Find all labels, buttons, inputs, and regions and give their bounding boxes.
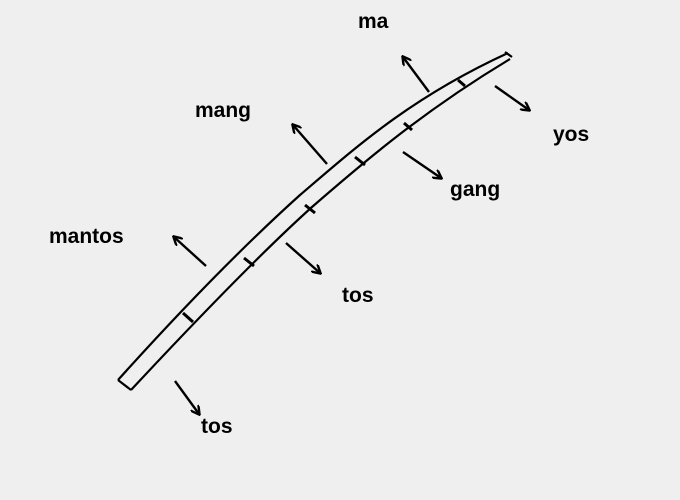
joint-5 [403,121,413,132]
arrows [174,57,529,414]
joint-4 [354,155,366,167]
label-yos: yos [553,123,589,146]
stick-bottom-end [117,379,132,391]
arrow-yos [494,85,529,110]
label-gang: gang [450,178,500,201]
stick-lower-edge [130,58,511,391]
arrow-tos-middle [285,242,320,273]
stick-top-end [504,51,513,58]
arrow-gang [402,151,441,178]
arrow-mang [293,125,328,165]
joint-2 [243,256,255,268]
arrow-tos-bottom [174,380,199,414]
label-tos-middle: tos [342,284,374,307]
arrow-ma [403,57,430,93]
label-ma: ma [358,10,389,33]
arrow-mantos [174,237,207,267]
stick-upper-edge [117,52,509,381]
joint-3 [304,203,316,215]
stick-joints [181,78,466,324]
bamboo-stick [117,51,513,391]
label-mantos: mantos [49,225,124,248]
label-tos-bottom: tos [201,415,233,438]
joint-1 [181,311,195,324]
label-mang: mang [195,99,251,122]
joint-6 [457,78,466,88]
labels: ma mang yos gang mantos tos tos [49,10,589,438]
